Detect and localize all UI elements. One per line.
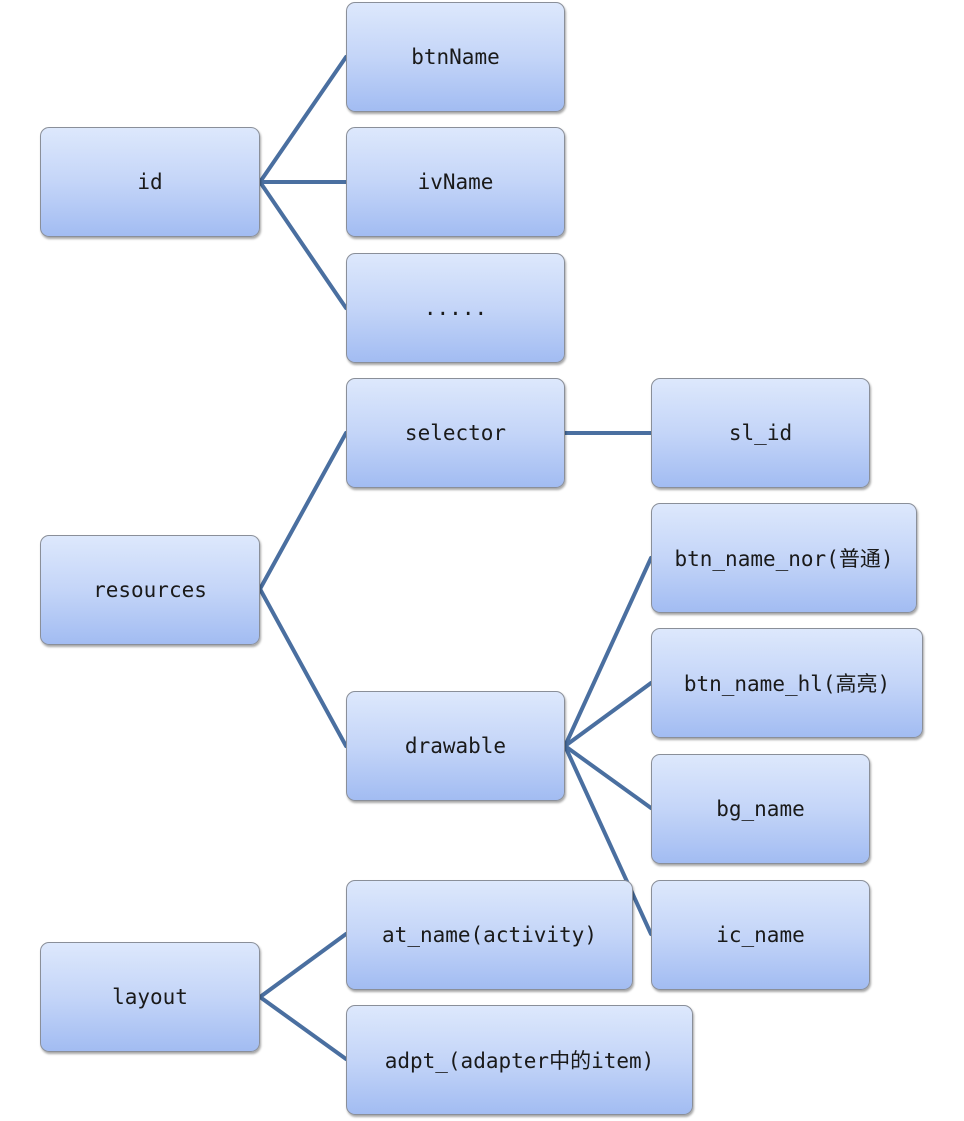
link-drawable-btn_name_hl bbox=[563, 681, 653, 748]
node-btn_name_nor: btn_name_nor(普通) bbox=[651, 503, 917, 613]
link-drawable-btn_name_nor bbox=[563, 556, 653, 748]
node-btnName: btnName bbox=[346, 2, 565, 112]
link-layout-at_name bbox=[258, 932, 348, 999]
link-layout-adpt bbox=[258, 995, 348, 1061]
link-drawable-ic_name bbox=[563, 744, 653, 936]
node-resources: resources bbox=[40, 535, 260, 645]
link-id-btnName bbox=[258, 55, 348, 184]
node-layout: layout bbox=[40, 942, 260, 1052]
link-resources-selector bbox=[258, 431, 348, 591]
node-btn_name_hl: btn_name_hl(高亮) bbox=[651, 628, 923, 738]
node-ivName: ivName bbox=[346, 127, 565, 237]
node-sl_id: sl_id bbox=[651, 378, 870, 488]
link-drawable-bg_name bbox=[563, 744, 653, 810]
node-ic_name: ic_name bbox=[651, 880, 870, 990]
node-selector: selector bbox=[346, 378, 565, 488]
link-resources-drawable bbox=[258, 587, 348, 748]
node-drawable: drawable bbox=[346, 691, 565, 801]
node-adpt: adpt_(adapter中的item) bbox=[346, 1005, 693, 1115]
node-at_name: at_name(activity) bbox=[346, 880, 633, 990]
link-id-dots bbox=[258, 180, 348, 310]
node-bg_name: bg_name bbox=[651, 754, 870, 864]
node-dots: ..... bbox=[346, 253, 565, 363]
node-id: id bbox=[40, 127, 260, 237]
